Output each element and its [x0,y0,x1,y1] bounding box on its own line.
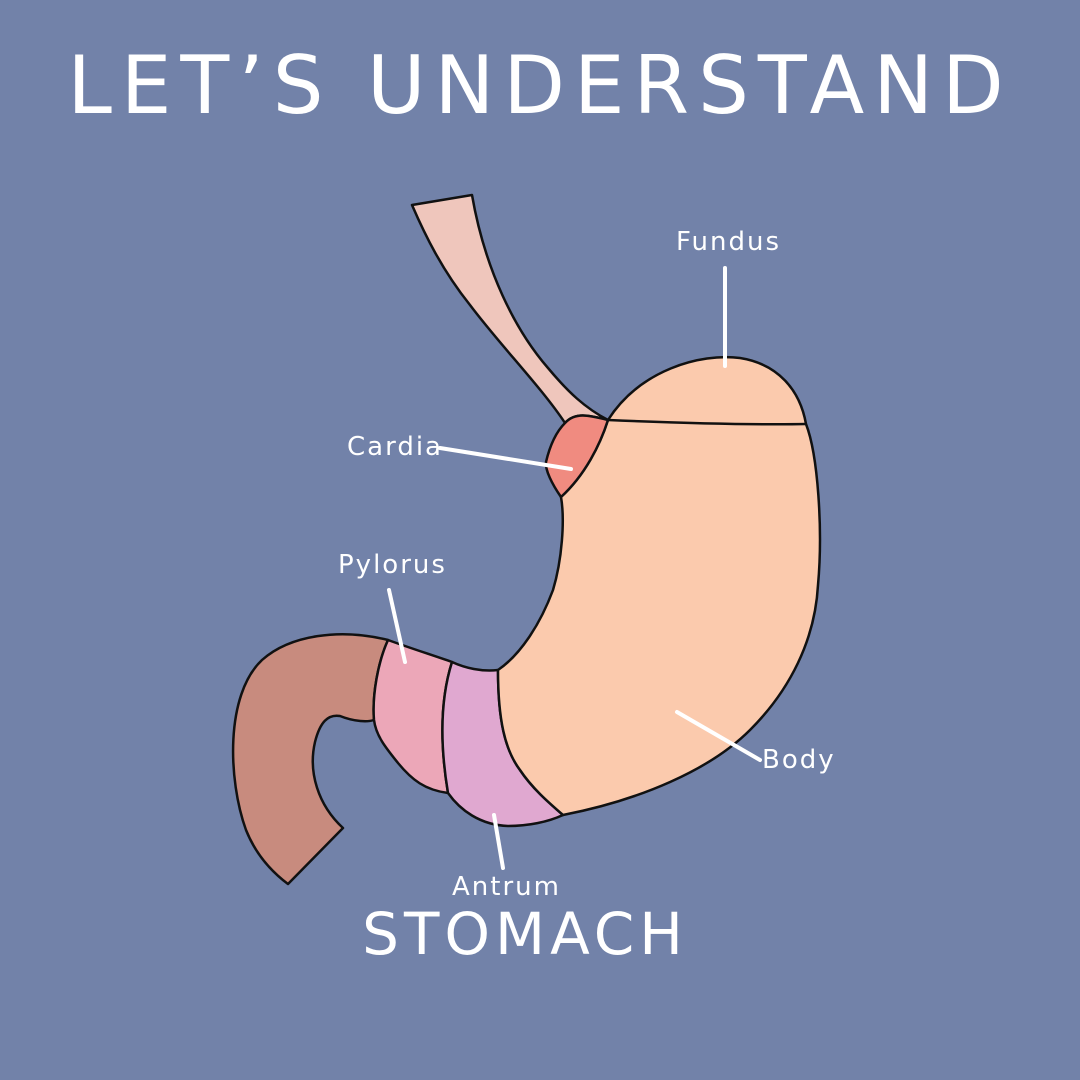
organ-name: STOMACH [362,900,688,968]
antrum-label: Antrum [452,872,561,902]
pylorus-shape [372,638,454,795]
esophagus-shape [410,193,610,425]
fundus-boundary [607,418,807,426]
cardia-leader [438,446,573,471]
body-leader [675,710,762,762]
cardia-shape [544,414,610,499]
page-title: LET’S UNDERSTAND [67,39,1013,132]
antrum-leader [492,813,505,870]
cardia-label: Cardia [347,432,443,462]
stomach-body-shape [496,355,822,817]
pylorus-leader [387,588,407,664]
body-label: Body [762,745,836,775]
duodenum-shape [231,633,390,886]
fundus-label: Fundus [676,227,781,257]
pylorus-label: Pylorus [338,550,447,580]
